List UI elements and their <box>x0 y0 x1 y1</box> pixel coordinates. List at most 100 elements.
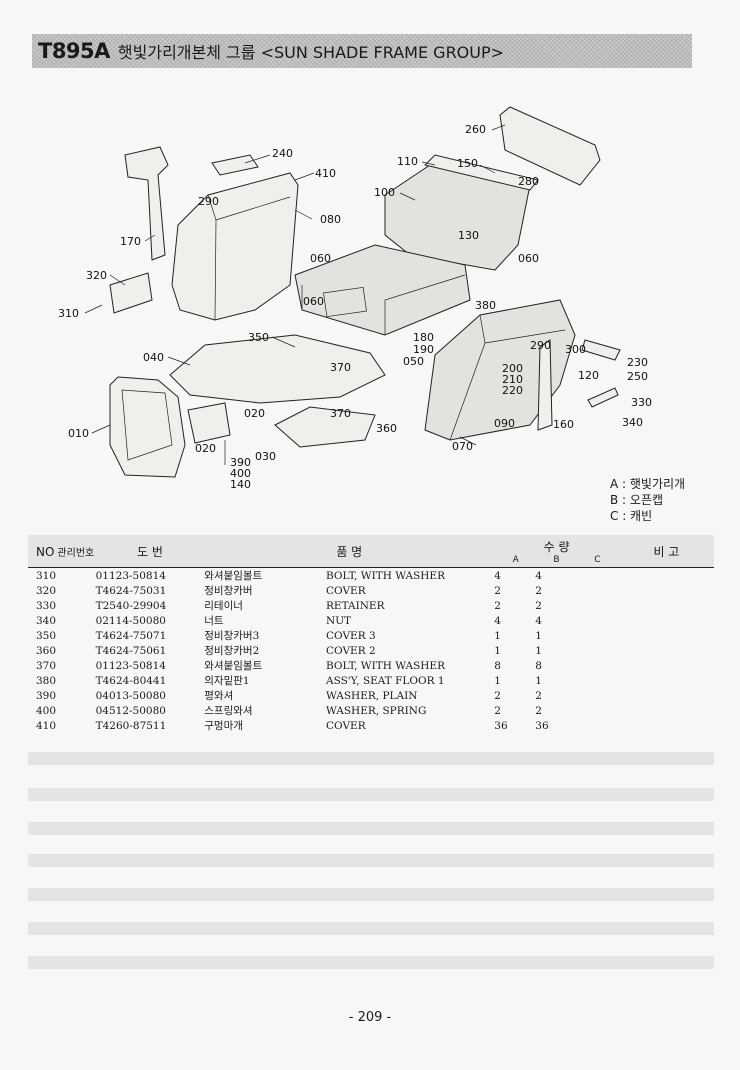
cell-korean-name: 리테이너 <box>204 600 243 612</box>
cell-qty-c <box>576 673 619 688</box>
cell-part-number: 01123-50814 <box>95 569 166 582</box>
svg-text:110: 110 <box>397 155 418 168</box>
cell-qty-b: 4 <box>535 569 542 582</box>
svg-text:370: 370 <box>330 361 351 374</box>
stand-bracket-shape <box>124 146 169 261</box>
cell-qty-a: 4 <box>494 614 501 627</box>
cell-remarks <box>619 673 714 688</box>
svg-text:240: 240 <box>272 147 293 160</box>
svg-text:130: 130 <box>458 229 479 242</box>
cell-qty-c <box>576 703 619 718</box>
svg-text:180: 180 <box>413 331 434 344</box>
cell-qty-c <box>576 658 619 673</box>
cell-korean-name: 정비창카버 <box>204 585 253 597</box>
svg-text:380: 380 <box>475 299 496 312</box>
svg-text:400: 400 <box>230 467 251 480</box>
cell-qty-c <box>576 718 619 733</box>
cell-korean-name: 평와셔 <box>204 690 234 702</box>
blank-row-band <box>28 956 714 969</box>
cell-no: 320 <box>36 584 57 597</box>
cell-no: 410 <box>36 719 57 732</box>
small-bracket-shape <box>187 402 231 444</box>
cell-part-number: 04013-50080 <box>95 689 166 702</box>
cell-english-name: RETAINER <box>326 599 385 612</box>
cell-remarks <box>619 613 714 628</box>
cell-qty-a: 8 <box>494 659 501 672</box>
cell-no: 390 <box>36 689 57 702</box>
cell-korean-name: 의자밑판1 <box>204 675 250 687</box>
cell-no: 330 <box>36 599 57 612</box>
cell-korean-name: 스프링와셔 <box>204 705 253 717</box>
cell-qty-a: 36 <box>494 719 508 732</box>
svg-text:290: 290 <box>198 195 219 208</box>
svg-text:050: 050 <box>403 355 424 368</box>
cell-korean-name: 정비창카버3 <box>204 630 260 642</box>
cell-english-name: ASS'Y, SEAT FLOOR 1 <box>326 674 445 687</box>
svg-text:040: 040 <box>143 351 164 364</box>
svg-text:170: 170 <box>120 235 141 248</box>
cell-no: 350 <box>36 629 57 642</box>
cell-remarks <box>619 583 714 598</box>
cell-qty-c <box>576 688 619 703</box>
cell-qty-b: 4 <box>535 614 542 627</box>
cell-remarks <box>619 598 714 613</box>
cell-remarks <box>619 688 714 703</box>
cell-qty-b: 1 <box>535 674 542 687</box>
cell-english-name: COVER <box>326 719 366 732</box>
cell-remarks <box>619 658 714 673</box>
cell-qty-a: 2 <box>494 584 501 597</box>
cell-qty-b: 1 <box>535 629 542 642</box>
cell-qty-a: 2 <box>494 704 501 717</box>
cell-qty-a: 2 <box>494 599 501 612</box>
svg-text:360: 360 <box>376 422 397 435</box>
cell-qty-b: 1 <box>535 644 542 657</box>
cell-english-name: WASHER, SPRING <box>326 704 427 717</box>
header-remarks: 비 고 <box>618 535 714 568</box>
cell-remarks <box>619 703 714 718</box>
svg-text:100: 100 <box>374 186 395 199</box>
cell-part-number: 01123-50814 <box>95 659 166 672</box>
svg-text:320: 320 <box>86 269 107 282</box>
cell-english-name: COVER 3 <box>326 629 376 642</box>
blank-row-band <box>28 854 714 867</box>
retainer-shape <box>587 387 619 408</box>
floor-mat-shape <box>169 334 386 404</box>
sun-shade-shape <box>499 106 601 186</box>
model-code: T895A <box>38 39 110 63</box>
small-cover-shape <box>109 272 153 314</box>
cell-no: 340 <box>36 614 57 627</box>
cell-no: 310 <box>36 569 57 582</box>
cell-part-number: T4260-87511 <box>95 719 167 732</box>
cell-no: 400 <box>36 704 57 717</box>
blank-row-band <box>28 822 714 835</box>
svg-text:140: 140 <box>230 478 251 491</box>
cell-part-number: T4624-75071 <box>95 629 167 642</box>
cell-qty-c <box>576 628 619 643</box>
cell-no: 380 <box>36 674 57 687</box>
svg-text:060: 060 <box>310 252 331 265</box>
cell-remarks <box>619 568 714 584</box>
cell-english-name: WASHER, PLAIN <box>326 689 418 702</box>
cover-360-shape <box>274 406 376 448</box>
cell-qty-b: 8 <box>535 659 542 672</box>
svg-text:060: 060 <box>518 252 539 265</box>
cell-english-name: BOLT, WITH WASHER <box>326 569 445 582</box>
page-number: - 209 - <box>348 1010 392 1025</box>
cell-qty-b: 36 <box>535 719 549 732</box>
svg-text:290: 290 <box>530 339 551 352</box>
cell-qty-a: 4 <box>494 569 501 582</box>
blank-row-band <box>28 788 714 801</box>
svg-text:350: 350 <box>248 331 269 344</box>
cell-part-number: T2540-29904 <box>95 599 167 612</box>
svg-text:020: 020 <box>195 442 216 455</box>
cell-part-number: T4624-75061 <box>95 644 167 657</box>
svg-text:190: 190 <box>413 343 434 356</box>
